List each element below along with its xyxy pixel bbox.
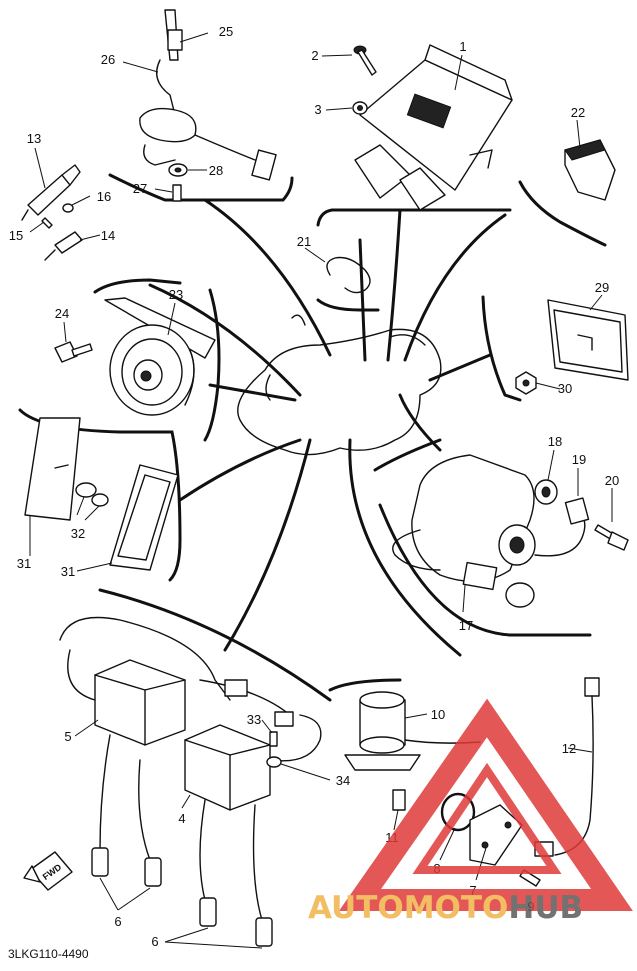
callout-10: 10 — [431, 707, 445, 722]
callout-22: 22 — [571, 105, 585, 120]
callout-17: 17 — [459, 618, 473, 633]
callout-31b: 31 — [61, 564, 75, 579]
screw-33 — [269, 731, 278, 747]
callout-18: 18 — [548, 434, 562, 449]
reflector-31b — [109, 464, 179, 571]
callout-29: 29 — [595, 280, 609, 295]
callout-24: 24 — [55, 306, 69, 321]
screw-15 — [41, 217, 53, 229]
callout-23: 23 — [169, 287, 183, 302]
callout-19: 19 — [572, 452, 586, 467]
watermark-logo: AUTOMOTOHUB — [308, 698, 633, 926]
callout-31a: 31 — [17, 556, 31, 571]
callout-32a: 32 — [71, 526, 85, 541]
frame-outline — [237, 314, 442, 456]
bolt-2 — [353, 45, 377, 76]
watermark-brand-part1: AUTOMOTO — [308, 890, 508, 926]
ecu-unit — [354, 44, 513, 211]
callout-33: 33 — [247, 712, 261, 727]
callout-21: 21 — [297, 234, 311, 249]
callout-34: 34 — [336, 773, 350, 788]
callout-20: 20 — [605, 473, 619, 488]
relay-22 — [564, 139, 616, 201]
reflector-31a — [24, 417, 81, 521]
plate-7 — [469, 804, 523, 866]
switch-13 — [21, 164, 81, 221]
clamp-21 — [326, 256, 371, 294]
callout-3: 3 — [314, 102, 321, 117]
callout-6a: 6 — [114, 914, 121, 929]
callout-28: 28 — [209, 163, 223, 178]
collar-3 — [352, 101, 368, 115]
o-ring-8 — [440, 792, 476, 832]
screw-27 — [172, 184, 182, 202]
washer-34 — [266, 756, 282, 768]
coil-connectors — [224, 679, 294, 727]
nut-30 — [515, 371, 537, 395]
watermark-brand-part2: HUB — [508, 890, 583, 926]
callout-27: 27 — [133, 181, 147, 196]
callout-30: 30 — [558, 381, 572, 396]
bracket-26 — [139, 59, 277, 181]
callout-26: 26 — [101, 52, 115, 67]
reflector-29 — [547, 299, 629, 381]
sensor-10 — [344, 691, 481, 771]
callout-5: 5 — [64, 729, 71, 744]
callout-25: 25 — [219, 24, 233, 39]
harness-routing-lines — [148, 198, 507, 657]
fwd-arrow: FWD — [23, 851, 73, 891]
bolt-20 — [594, 524, 629, 551]
horn-23 — [104, 297, 216, 416]
ignition-coil-4 — [184, 679, 322, 811]
collar-19 — [564, 497, 590, 525]
fuel-sender-25 — [164, 9, 183, 61]
bolt-11 — [392, 789, 406, 811]
switch-14 — [44, 231, 83, 261]
callout-16: 16 — [97, 189, 111, 204]
bolt-24 — [54, 341, 93, 363]
callout-6b: 6 — [151, 934, 158, 949]
drawing-code: 3LKG110-4490 — [8, 947, 89, 961]
callout-15: 15 — [9, 228, 23, 243]
servo-17 — [392, 454, 586, 608]
ignition-coil-5 — [59, 616, 231, 746]
callout-1: 1 — [459, 39, 466, 54]
callout-14: 14 — [101, 228, 115, 243]
callout-2: 2 — [311, 48, 318, 63]
callout-12: 12 — [562, 741, 576, 756]
leader-lines — [29, 32, 613, 949]
spark-plug-caps-6 — [91, 734, 273, 947]
callout-4: 4 — [178, 811, 185, 826]
nut-32 — [54, 464, 109, 507]
washer-16 — [62, 203, 74, 213]
washer-28 — [168, 163, 188, 177]
callout-13: 13 — [27, 131, 41, 146]
grommet-18 — [534, 479, 558, 505]
watermark-brand: AUTOMOTOHUB — [308, 890, 583, 926]
